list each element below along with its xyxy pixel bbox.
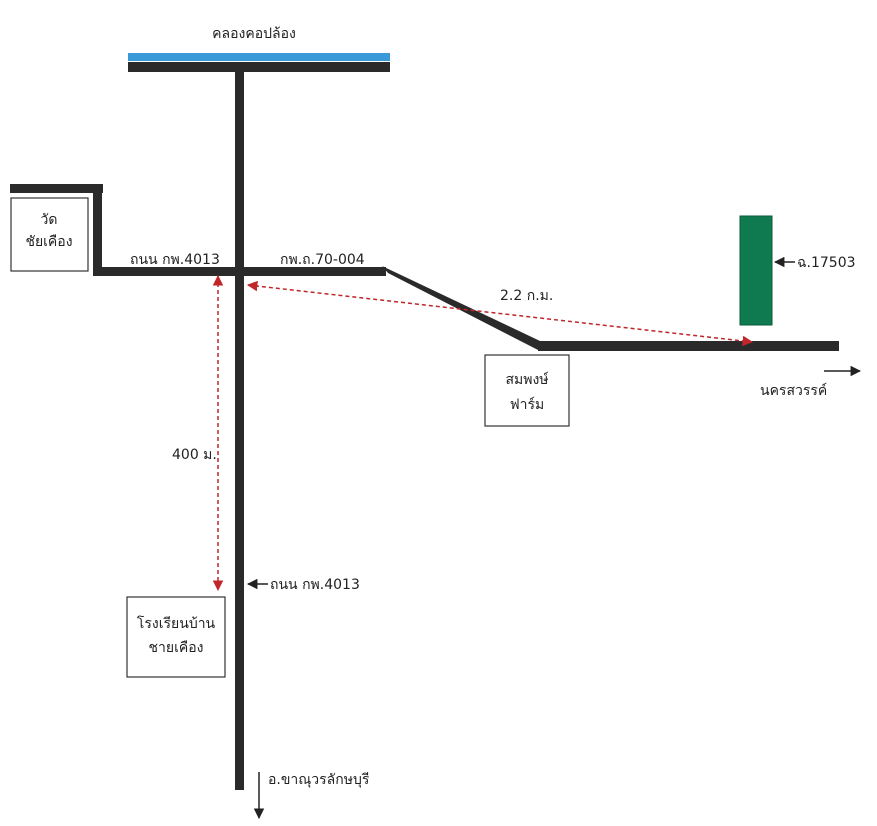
school-box xyxy=(126,596,226,678)
east-road-label: กพ.ถ.70-004 xyxy=(280,252,365,268)
farm-label-line2: ฟาร์ม xyxy=(510,396,545,413)
canal: คลองคอปล้อง xyxy=(128,26,390,72)
temple-road-vertical xyxy=(93,186,102,276)
east-road-section xyxy=(244,267,386,276)
farm-label-line1: สมพงษ์ xyxy=(505,371,548,388)
distance-east-label: 2.2 ก.ม. xyxy=(500,288,553,304)
site-label: ฉ.17503 xyxy=(797,255,856,271)
main-road-label-south: ถนน กพ.4013 xyxy=(270,577,360,593)
canal-label: คลองคอปล้อง xyxy=(212,26,296,42)
east-direction-label: นครสวรรค์ xyxy=(760,382,827,399)
diagonal-road xyxy=(382,266,540,351)
temple-label-line1: วัด xyxy=(41,212,58,228)
temple-label-line2: ชัยเคือง xyxy=(25,234,72,250)
main-road-west-section xyxy=(96,267,244,276)
temple-box xyxy=(10,197,89,272)
east-road-far-section xyxy=(538,341,839,351)
main-road-south-annotation: ถนน กพ.4013 xyxy=(246,577,360,593)
distance-east-arrow xyxy=(246,280,754,347)
direction-south: อ.ขาณุวรลักษบุรี xyxy=(253,772,370,820)
south-direction-label: อ.ขาณุวรลักษบุรี xyxy=(268,772,370,788)
main-road-north-south xyxy=(235,72,244,790)
site: ฉ.17503 xyxy=(739,215,856,326)
road-network xyxy=(10,72,839,790)
school-label-line1: โรงเรียนบ้าน xyxy=(137,615,216,632)
distance-east: 2.2 ก.ม. xyxy=(246,280,754,347)
farm-box xyxy=(484,354,570,427)
canal-bank xyxy=(128,62,390,72)
farm: สมพงษ์ ฟาร์ม xyxy=(484,354,570,427)
temple: วัด ชัยเคือง xyxy=(10,197,89,272)
site-marker xyxy=(739,215,773,326)
distance-south: 400 ม. xyxy=(172,274,224,592)
direction-east: นครสวรรค์ xyxy=(760,365,862,399)
distance-south-label: 400 ม. xyxy=(172,447,217,463)
canal-water xyxy=(128,53,390,61)
school-label-line2: ชายเคือง xyxy=(149,640,204,656)
main-road-label: ถนน กพ.4013 xyxy=(130,252,220,268)
school: โรงเรียนบ้าน ชายเคือง xyxy=(126,596,226,678)
temple-road-top xyxy=(10,184,103,193)
